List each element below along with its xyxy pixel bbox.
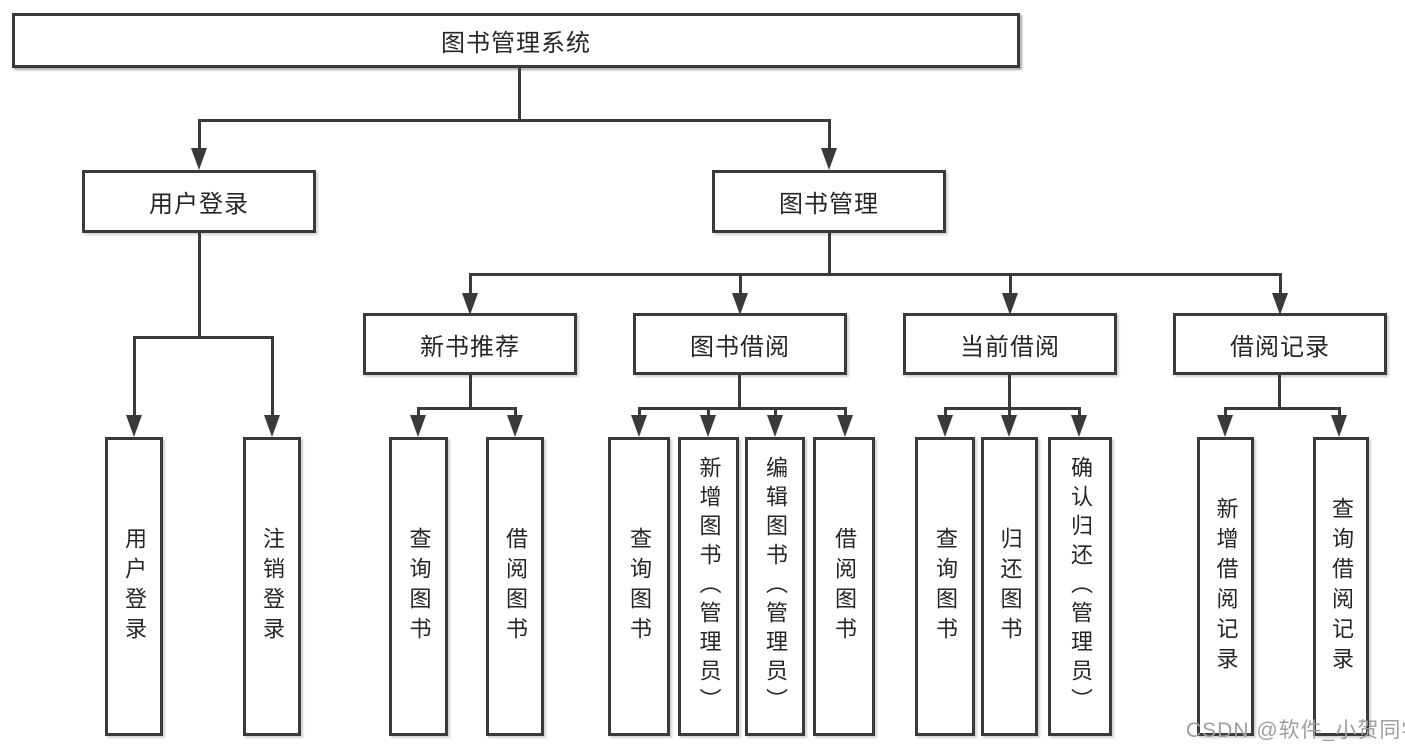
csdn-watermark: CSDN @软件_小贺同学 xyxy=(1186,719,1405,742)
arrowhead-g2-leaf4 xyxy=(837,415,853,437)
connector-user-login-trunk xyxy=(198,233,201,336)
leaf-query-books-1-label: 查询图书 xyxy=(406,526,432,647)
connector-user-login-rail xyxy=(133,336,274,339)
leaf-add-book-admin-label: 新增图书（管理员） xyxy=(696,456,722,717)
connector-g2-leaf2-stem xyxy=(707,407,710,417)
leaf-query-borrow-record: 查询借阅记录 xyxy=(1313,437,1369,736)
connector-g1-leaf1-stem xyxy=(417,407,420,417)
node-user-login-branch: 用户登录 xyxy=(82,170,316,233)
leaf-user-login-label: 用户登录 xyxy=(122,526,147,647)
connector-g4-leaf2-stem xyxy=(1338,407,1341,417)
connector-g2-rail xyxy=(638,407,847,410)
connector-g3-rail xyxy=(944,407,1081,410)
leaf-return-books-label: 归还图书 xyxy=(997,526,1023,647)
connector-g1-stem xyxy=(469,273,472,297)
arrowhead-g4-leaf2 xyxy=(1331,415,1347,437)
connector-level3-rail xyxy=(469,273,1281,276)
leaf-add-borrow-record-label: 新增借阅记录 xyxy=(1213,496,1239,677)
node-new-book-recommend: 新书推荐 xyxy=(363,313,577,375)
arrowhead-new-book-recommend xyxy=(462,293,478,315)
connector-g3-stem xyxy=(1009,273,1012,297)
leaf-query-books-3: 查询图书 xyxy=(915,437,975,736)
leaf-borrow-books-1-label: 借阅图书 xyxy=(503,526,528,647)
leaf-user-login: 用户登录 xyxy=(105,437,163,736)
arrowhead-g2-leaf3 xyxy=(767,415,783,437)
leaf-query-books-1: 查询图书 xyxy=(389,437,448,736)
leaf-edit-book-admin: 编辑图书（管理员） xyxy=(745,437,805,736)
leaf-confirm-return-admin-label: 确认归还（管理员） xyxy=(1068,456,1093,717)
connector-g1-trunk xyxy=(469,375,472,407)
connector-g2-stem xyxy=(739,273,742,297)
arrowhead-borrow-records xyxy=(1272,293,1288,315)
connector-g3-leaf1-stem xyxy=(944,407,947,417)
arrowhead-g4-leaf1 xyxy=(1217,415,1233,437)
leaf-borrow-books-2-label: 借阅图书 xyxy=(832,526,857,647)
arrowhead-current-borrow xyxy=(1002,293,1018,315)
connector-g2-leaf1-stem xyxy=(638,407,641,417)
arrowhead-g3-leaf2 xyxy=(1001,415,1017,437)
connector-g1-rail xyxy=(417,407,517,410)
connector-login-leaf2-stem xyxy=(271,336,274,417)
arrowhead-book-borrow xyxy=(732,293,748,315)
node-book-management-branch: 图书管理 xyxy=(712,170,946,233)
arrowhead-login-leaf2 xyxy=(264,415,280,437)
leaf-logout-label: 注销登录 xyxy=(260,526,285,647)
connector-g1-leaf2-stem xyxy=(514,407,517,417)
leaf-return-books: 归还图书 xyxy=(981,437,1038,736)
leaf-edit-book-admin-label: 编辑图书（管理员） xyxy=(763,456,788,717)
arrowhead-g2-leaf1 xyxy=(631,415,647,437)
arrowhead-g3-leaf1 xyxy=(937,415,953,437)
connector-g4-leaf1-stem xyxy=(1224,407,1227,417)
leaf-query-books-2-label: 查询图书 xyxy=(627,526,652,647)
leaf-borrow-books-1: 借阅图书 xyxy=(486,437,544,736)
connector-g3-leaf3-stem xyxy=(1078,407,1081,417)
leaf-add-borrow-record: 新增借阅记录 xyxy=(1197,437,1254,736)
leaf-confirm-return-admin: 确认归还（管理员） xyxy=(1048,437,1112,736)
connector-level1-rail xyxy=(198,119,831,122)
connector-root-stem xyxy=(518,68,521,119)
arrowhead-login-leaf1 xyxy=(126,415,142,437)
arrowhead-g1-leaf1 xyxy=(410,415,426,437)
node-borrow-records: 借阅记录 xyxy=(1173,313,1387,375)
leaf-add-book-admin: 新增图书（管理员） xyxy=(678,437,739,736)
connector-to-book-mgmt-stem xyxy=(828,119,831,149)
leaf-query-books-2: 查询图书 xyxy=(608,437,670,736)
node-root-library-system: 图书管理系统 xyxy=(12,13,1020,68)
arrowhead-g3-leaf3 xyxy=(1071,415,1087,437)
leaf-query-borrow-record-label: 查询借阅记录 xyxy=(1329,496,1354,677)
connector-book-mgmt-trunk xyxy=(828,233,831,273)
connector-g3-leaf2-stem xyxy=(1008,407,1011,417)
leaf-query-books-3-label: 查询图书 xyxy=(933,526,958,647)
connector-g4-trunk xyxy=(1278,375,1281,407)
connector-g2-trunk xyxy=(738,375,741,407)
connector-g4-rail xyxy=(1224,407,1341,410)
arrowhead-g1-leaf2 xyxy=(507,415,523,437)
node-current-borrow: 当前借阅 xyxy=(903,313,1117,375)
leaf-borrow-books-2: 借阅图书 xyxy=(813,437,875,736)
connector-login-leaf1-stem xyxy=(133,336,136,417)
connector-g2-leaf3-stem xyxy=(774,407,777,417)
arrowhead-g2-leaf2 xyxy=(700,415,716,437)
node-book-borrow: 图书借阅 xyxy=(633,313,847,375)
arrowhead-user-login xyxy=(191,148,207,170)
connector-g4-stem xyxy=(1279,273,1282,297)
connector-g2-leaf4-stem xyxy=(844,407,847,417)
connector-g3-trunk xyxy=(1008,375,1011,407)
leaf-logout: 注销登录 xyxy=(243,437,301,736)
connector-to-user-login-stem xyxy=(198,119,201,149)
arrowhead-book-mgmt xyxy=(821,148,837,170)
